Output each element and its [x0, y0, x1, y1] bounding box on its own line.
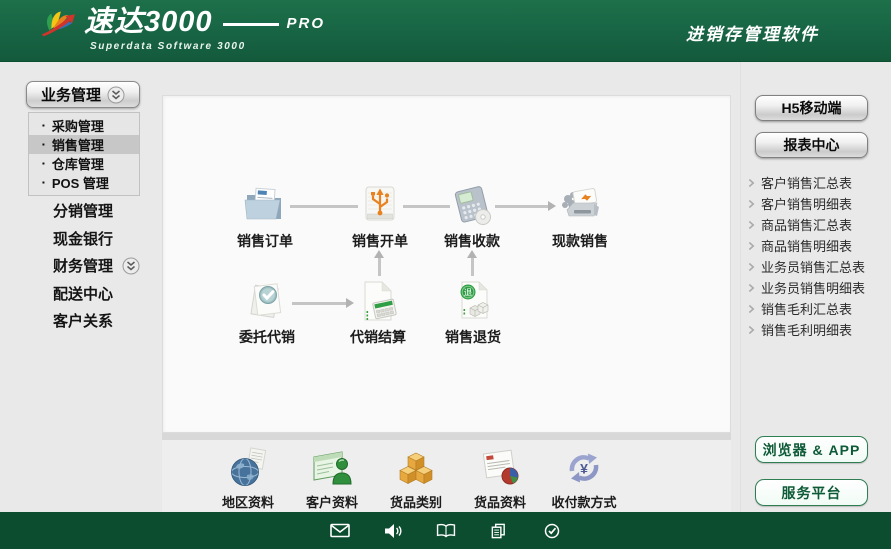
boxes-icon: [399, 452, 433, 484]
flow-node-sales-invoice[interactable]: 销售开单: [330, 182, 430, 251]
mail-icon[interactable]: [329, 522, 351, 540]
brand-subtitle: Superdata Software 3000: [90, 41, 246, 52]
panel-divider: [162, 433, 731, 440]
copy-icon[interactable]: [488, 522, 510, 540]
flowchart-panel: [162, 95, 731, 433]
svg-text:退: 退: [464, 287, 473, 297]
report-item-gross-profit-detail[interactable]: 销售毛利明细表: [748, 319, 865, 340]
quick-access-bar: 地区资料 客户资料: [162, 440, 731, 512]
cash-register-icon: [562, 188, 599, 217]
chevron-right-icon: [748, 304, 755, 313]
chevron-right-icon: [748, 325, 755, 334]
chevron-right-icon: [748, 241, 755, 250]
service-platform-button[interactable]: 服务平台: [755, 479, 868, 506]
arrow-order-to-invoice: [290, 205, 358, 208]
report-item-salesman-sales-detail[interactable]: 业务员销售明细表: [748, 277, 865, 298]
browser-app-button[interactable]: 浏览器 & APP: [755, 436, 868, 463]
flow-node-consignment-settlement[interactable]: 代销结算: [328, 278, 428, 347]
chevron-right-icon: [748, 220, 755, 229]
svg-text:¥: ¥: [580, 461, 588, 477]
submenu-item-sales[interactable]: ▪ 销售管理: [29, 135, 139, 154]
brand-arrow-icon: [41, 11, 76, 37]
arrow-receipt-to-cashsale: [495, 201, 556, 211]
h5-mobile-button[interactable]: H5移动端: [755, 95, 868, 121]
report-center-button[interactable]: 报表中心: [755, 132, 868, 158]
status-bar: [0, 512, 891, 549]
report-item-customer-sales-detail[interactable]: 客户销售明细表: [748, 193, 865, 214]
sidebar-menu: 分销管理 现金银行 财务管理 配送中心 客户关系: [53, 197, 140, 335]
business-management-button[interactable]: 业务管理: [26, 81, 140, 108]
quickbar-item-customer-data[interactable]: 客户资料: [297, 445, 367, 512]
document-calculator-icon: [364, 281, 397, 321]
chevron-double-down-icon: [107, 86, 125, 103]
usb-invoice-icon: [365, 186, 395, 221]
sidebar-item-customer-relation[interactable]: 客户关系: [53, 313, 114, 330]
globe-icon: [231, 447, 267, 486]
report-item-product-sales-detail[interactable]: 商品销售明细表: [748, 235, 865, 256]
chevron-right-icon: [748, 262, 755, 271]
bullet-icon: ▪: [42, 178, 45, 187]
flow-node-cash-sale[interactable]: 现款销售: [530, 182, 630, 251]
submenu-item-warehouse[interactable]: ▪ 仓库管理: [29, 154, 139, 173]
submenu-item-purchase[interactable]: ▪ 采购管理: [29, 116, 139, 135]
flow-node-consignment[interactable]: 委托代销: [217, 278, 317, 347]
quickbar-item-goods-data[interactable]: 货品资料: [465, 445, 535, 512]
report-item-gross-profit-summary[interactable]: 销售毛利汇总表: [748, 298, 865, 319]
quickbar-item-region-data[interactable]: 地区资料: [213, 445, 283, 512]
calculator-receipt-icon: [454, 186, 491, 225]
arrow-return-to-receipt: [467, 250, 477, 276]
chevron-double-down-icon[interactable]: [122, 257, 140, 275]
book-icon[interactable]: [435, 522, 457, 540]
quickbar-item-goods-category[interactable]: 货品类别: [381, 445, 451, 512]
customer-card-icon: [313, 451, 352, 485]
speaker-icon[interactable]: [382, 522, 404, 540]
chevron-right-icon: [748, 199, 755, 208]
document-check-icon: [250, 283, 282, 318]
bullet-icon: ▪: [42, 121, 45, 130]
right-sidebar: H5移动端 报表中心 客户销售汇总表 客户销售明细表 商品销售汇总表 商品销售明…: [740, 62, 891, 512]
product-tagline: 进销存管理软件: [686, 25, 819, 44]
folder-document-icon: [244, 187, 281, 220]
report-item-product-sales-summary[interactable]: 商品销售汇总表: [748, 214, 865, 235]
quickbar-item-payment-methods[interactable]: ¥ 收付款方式: [549, 445, 619, 512]
business-submenu: ▪ 采购管理 ▪ 销售管理 ▪ 仓库管理 ▪ POS 管理: [28, 112, 140, 196]
report-item-customer-sales-summary[interactable]: 客户销售汇总表: [748, 172, 865, 193]
goods-sheet-icon: [482, 449, 519, 485]
brand-edition: PRO: [286, 14, 326, 32]
chevron-right-icon: [748, 283, 755, 292]
flow-node-sales-return[interactable]: 退 销售退货: [423, 278, 523, 347]
app-header: 速达3000 PRO Superdata Software 3000 进销存管理…: [0, 0, 891, 62]
report-item-salesman-sales-summary[interactable]: 业务员销售汇总表: [748, 256, 865, 277]
bullet-icon: ▪: [42, 140, 45, 149]
report-list: 客户销售汇总表 客户销售明细表 商品销售汇总表 商品销售明细表 业务员销售汇总表…: [748, 172, 865, 340]
brand-name: 速达3000: [84, 6, 213, 38]
arrow-consign-to-settle: [292, 298, 354, 308]
clock-check-icon[interactable]: [541, 522, 563, 540]
business-management-label: 业务管理: [40, 87, 101, 104]
arrow-settle-to-invoice: [374, 250, 384, 276]
brand-logo: 速达3000 PRO Superdata Software 3000: [36, 5, 325, 52]
payment-exchange-icon: ¥: [569, 453, 599, 483]
sidebar-item-cash-bank[interactable]: 现金银行: [53, 230, 114, 248]
submenu-item-pos[interactable]: ▪ POS 管理: [29, 173, 139, 192]
brand-dash: [222, 22, 279, 26]
bullet-icon: ▪: [42, 159, 45, 168]
return-goods-icon: 退: [460, 281, 489, 319]
flow-node-sales-order[interactable]: 销售订单: [215, 182, 315, 251]
flow-node-sales-receipt[interactable]: 销售收款: [422, 182, 522, 251]
sidebar-item-delivery[interactable]: 配送中心: [53, 285, 114, 303]
sidebar-item-finance[interactable]: 财务管理: [53, 252, 140, 279]
sidebar-item-distribution[interactable]: 分销管理: [53, 203, 114, 220]
chevron-right-icon: [748, 178, 755, 187]
arrow-invoice-to-receipt: [403, 205, 450, 208]
